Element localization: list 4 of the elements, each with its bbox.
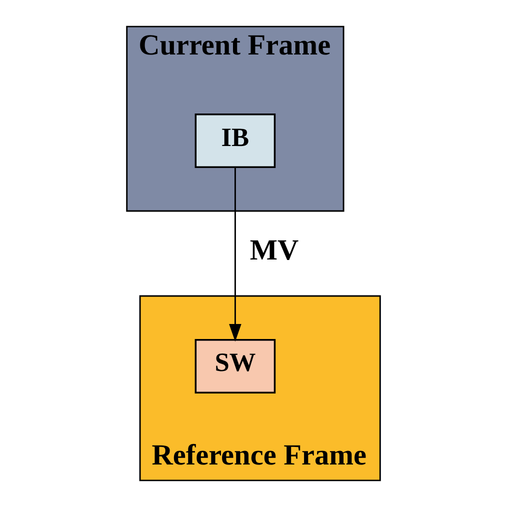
node-box: SW xyxy=(194,338,276,393)
node-box: IB xyxy=(194,113,276,168)
arrow xyxy=(229,166,242,342)
edge-label: MV xyxy=(250,234,299,266)
